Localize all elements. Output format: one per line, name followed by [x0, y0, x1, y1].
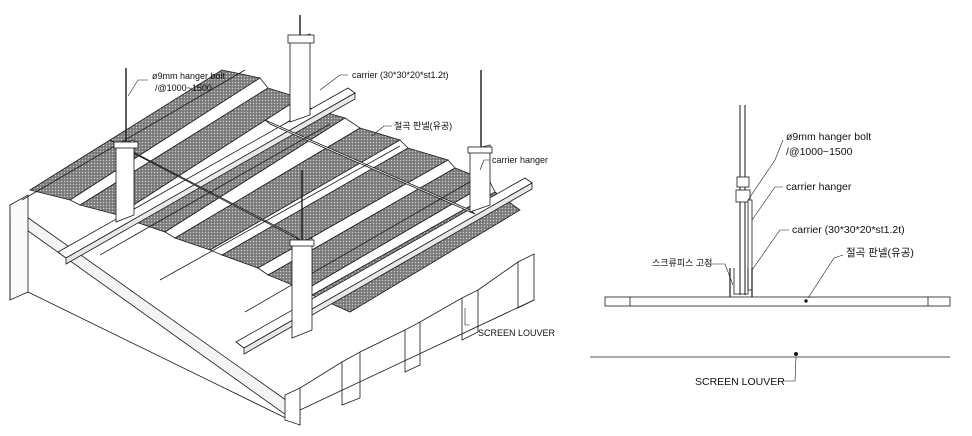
iso-hanger-bolt-label-1: ø9mm hanger bolt	[152, 71, 226, 81]
iso-carrier-hanger-label: carrier hanger	[492, 155, 548, 165]
channel-rails	[21, 69, 481, 313]
iso-hanger-bolt-label-2: /@1000~1500	[155, 83, 212, 93]
section-carrier-hanger-plate	[747, 199, 753, 291]
section-carrier-label: carrier (30*30*20*st1.2t)	[792, 224, 905, 236]
screen-louver-end-face	[9, 194, 29, 301]
iso-carrier-label: carrier (30*30*20*st1.2t)	[352, 70, 449, 80]
iso-leaders	[127, 74, 490, 326]
section-hanger-bolt-label-2: /@1000~1500	[786, 146, 853, 158]
louver-blades	[284, 253, 535, 426]
iso-panel-label: 절곡 판넬(유공)	[394, 120, 452, 131]
section-screen-louver-label: SCREEN LOUVER	[695, 376, 785, 388]
carrier-hangers	[113, 33, 493, 339]
section-view	[590, 105, 951, 358]
section-carrier-hanger-label: carrier hanger	[786, 181, 852, 193]
section-screw-fix-label: 스크류피스 고정	[652, 258, 712, 268]
section-panel	[604, 296, 951, 307]
carrier-beam-4	[264, 119, 476, 215]
section-panel-label: 절곡 판넬(유공)	[846, 246, 914, 259]
iso-screen-louver-label: SCREEN LOUVER	[478, 328, 556, 338]
iso-view	[9, 15, 535, 426]
section-bolt-nut	[735, 189, 751, 203]
section-leaders	[704, 139, 844, 382]
section-hanger-bolt-label-1: ø9mm hanger bolt	[786, 131, 871, 143]
